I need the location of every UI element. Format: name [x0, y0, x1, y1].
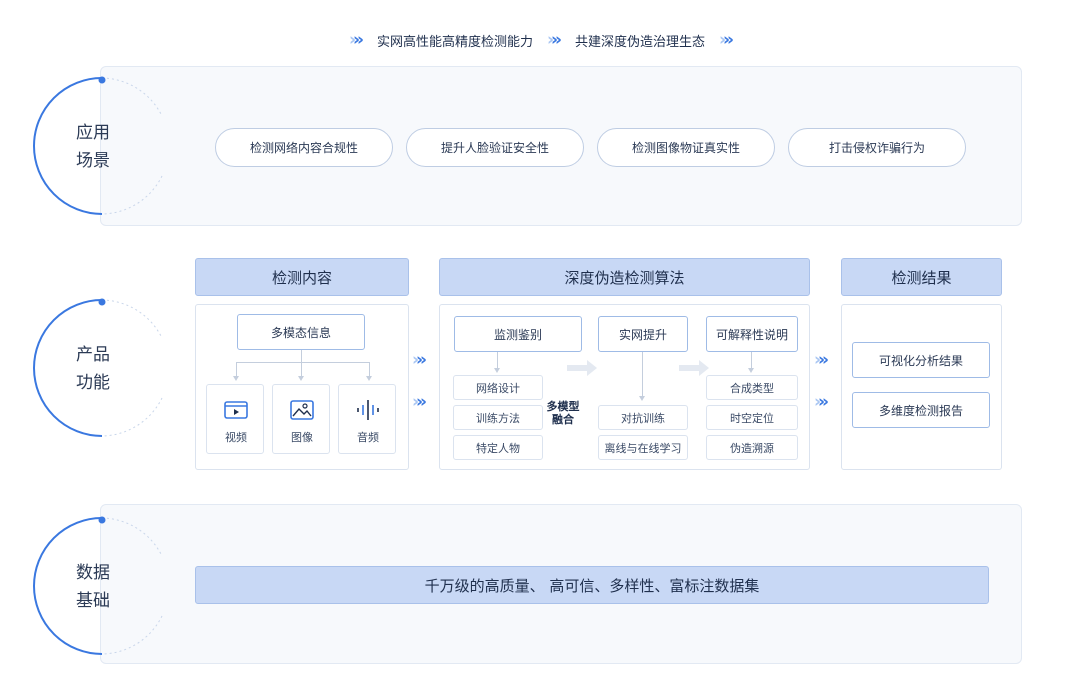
arrow-down-icon: [366, 376, 372, 381]
dataset-bar: 千万级的高质量、 高可信、多样性、富标注数据集: [195, 566, 989, 604]
explain-item: 时空定位: [706, 405, 798, 430]
row-label-line2: 基础: [76, 591, 110, 611]
row-label-line1: 应用: [76, 123, 110, 143]
scenario-pill: 检测图像物证真实性: [597, 128, 775, 167]
connector-line: [236, 362, 237, 376]
media-label: 图像: [291, 431, 313, 444]
scenario-label: 应用 场景: [32, 76, 172, 216]
chevron-right-icon: ›: [719, 30, 726, 50]
arrow-down-icon: [748, 368, 754, 373]
result-item: 多维度检测报告: [852, 392, 990, 428]
chevron-right-icon: ››: [551, 30, 562, 50]
row-label-line2: 场景: [76, 151, 110, 171]
fusion-label: 多模型 融合: [545, 400, 581, 426]
arrow-right-icon: [567, 360, 597, 376]
result-item: 可视化分析结果: [852, 342, 990, 378]
arc-icon: [33, 298, 163, 437]
banner-right-text: 共建深度伪造治理生态: [575, 34, 706, 50]
row-label-line2: 功能: [76, 373, 110, 393]
connector-line: [301, 362, 302, 376]
connector-line: [369, 362, 370, 376]
banner-left-text: 实网高性能高精度检测能力: [376, 34, 533, 50]
arrow-down-icon: [298, 376, 304, 381]
results-box: [841, 304, 1002, 470]
monitor-item: 特定人物: [453, 435, 543, 460]
chevron-right-icon: ››: [352, 30, 364, 50]
arrow-down-icon: [494, 368, 500, 373]
chevron-right-icon: ›››: [412, 392, 427, 412]
connector-line: [642, 352, 643, 398]
detect-content-header: 检测内容: [195, 258, 409, 296]
realnet-item: 对抗训练: [598, 405, 688, 430]
explain-item: 伪造溯源: [706, 435, 798, 460]
chevron-right-icon: ›››: [814, 350, 829, 370]
connector-line: [236, 362, 370, 372]
results-header: 检测结果: [841, 258, 1002, 296]
top-banner: ››› 实网高性能高精度检测能力 ››› 共建深度伪造治理生态 ›››: [0, 28, 1080, 52]
chevron-right-icon: ››: [723, 30, 734, 50]
monitor-box: 监测鉴别: [454, 316, 582, 352]
multimodal-box: 多模态信息: [237, 314, 365, 350]
algorithm-header: 深度伪造检测算法: [439, 258, 810, 296]
scenario-pills: 检测网络内容合规性 提升人脸验证安全性 检测图像物证真实性 打击侵权诈骗行为: [215, 128, 966, 167]
media-label: 音频: [357, 431, 379, 444]
fusion-label-line1: 多模型: [546, 400, 580, 413]
media-label: 视频: [225, 431, 247, 444]
media-video: 视频: [206, 384, 264, 454]
row-label-line1: 产品: [76, 345, 110, 365]
fusion-label-line2: 融合: [552, 413, 574, 426]
arrow-down-icon: [233, 376, 239, 381]
arc-icon: [33, 76, 163, 215]
chevron-right-icon: ›››: [814, 392, 829, 412]
scenario-pill: 打击侵权诈骗行为: [788, 128, 966, 167]
arc-icon: [33, 516, 163, 655]
audio-icon: [339, 397, 397, 423]
chevron-right-icon: ›: [348, 30, 356, 50]
connector-line: [751, 352, 752, 370]
chevron-right-icon: ›: [546, 30, 554, 50]
connector-line: [301, 350, 302, 362]
video-icon: [207, 397, 265, 423]
explain-box: 可解释性说明: [706, 316, 798, 352]
realnet-box: 实网提升: [598, 316, 688, 352]
monitor-item: 训练方法: [453, 405, 543, 430]
scenario-pill: 检测网络内容合规性: [215, 128, 393, 167]
media-image: 图像: [272, 384, 330, 454]
image-icon: [273, 397, 331, 423]
arrow-right-icon: [679, 360, 709, 376]
media-audio: 音频: [338, 384, 396, 454]
chevron-right-icon: ›››: [412, 350, 427, 370]
realnet-item: 离线与在线学习: [598, 435, 688, 460]
scenario-pill: 提升人脸验证安全性: [406, 128, 584, 167]
monitor-item: 网络设计: [453, 375, 543, 400]
row-label-line1: 数据: [76, 563, 110, 583]
connector-line: [497, 352, 498, 370]
function-label: 产品 功能: [32, 298, 172, 438]
data-label: 数据 基础: [32, 516, 172, 656]
explain-item: 合成类型: [706, 375, 798, 400]
arrow-down-icon: [639, 396, 645, 401]
